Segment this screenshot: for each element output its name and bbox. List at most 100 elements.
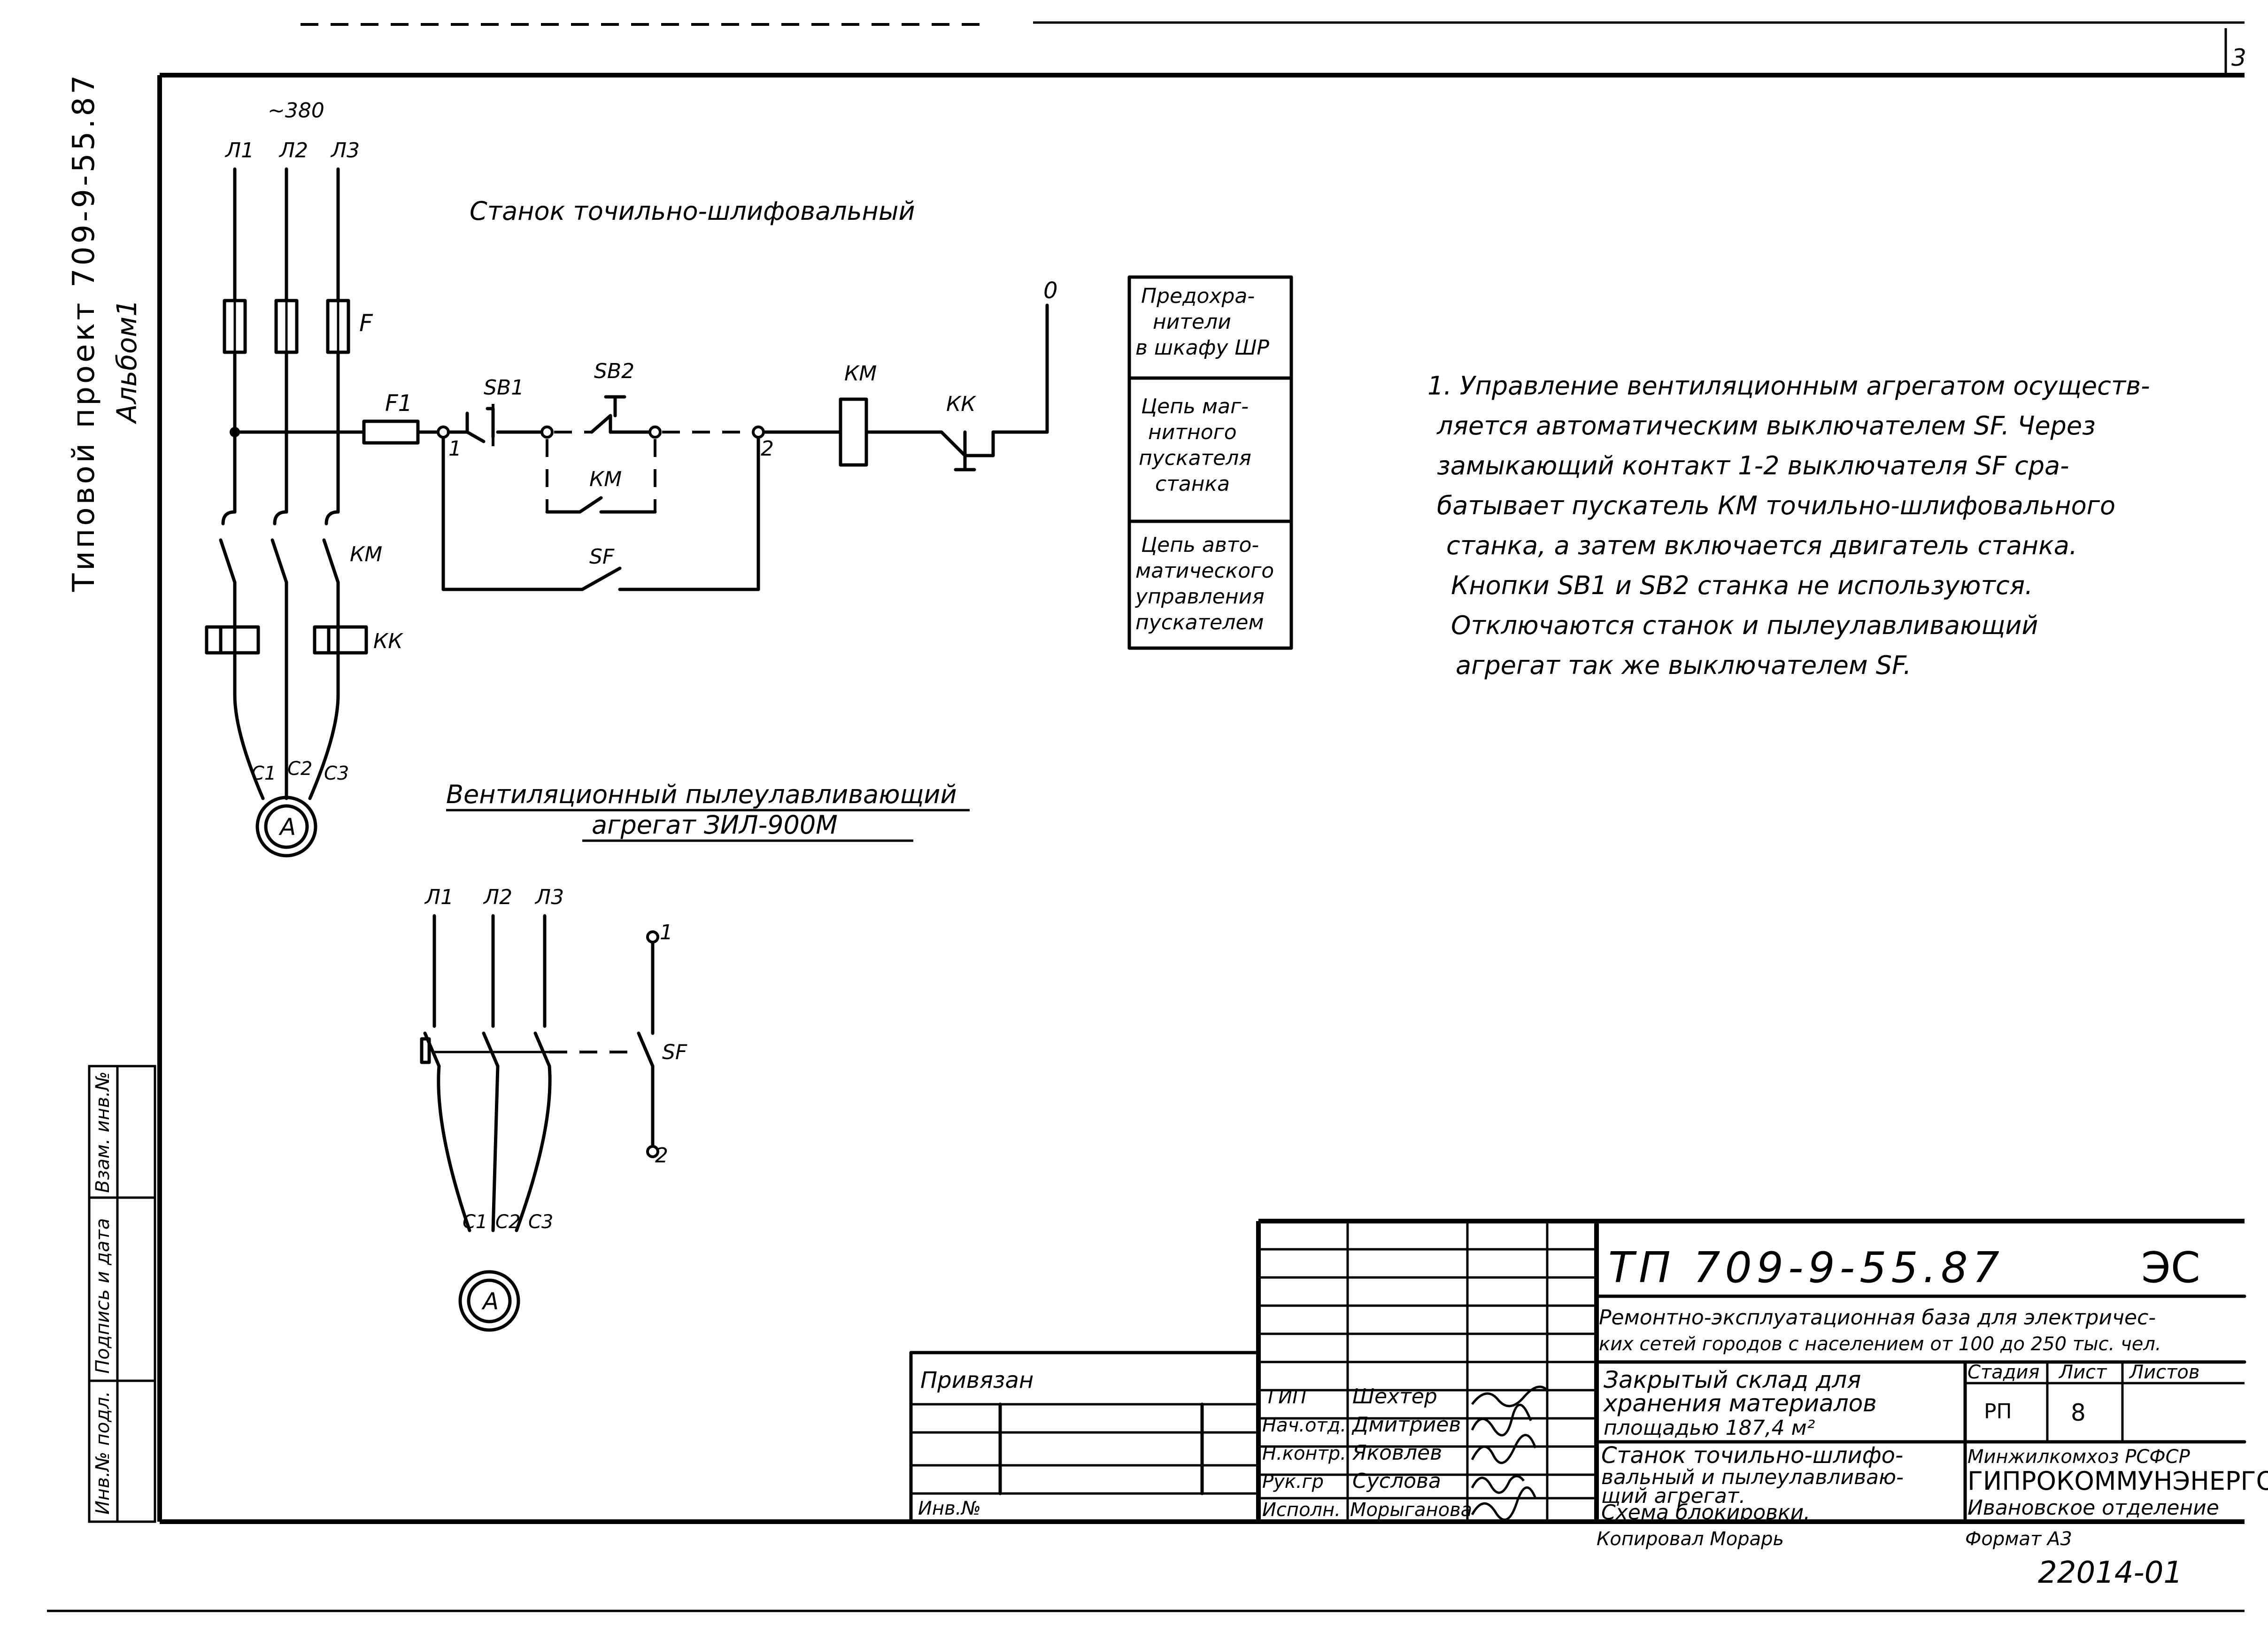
legend-starter-l1: Цепь маг- <box>1141 395 1249 418</box>
legend-fuses-l3: в шкафу ШР <box>1135 336 1269 360</box>
note-line: ляется автоматическим выключателем SF. Ч… <box>1436 411 2096 441</box>
motor-label: A <box>278 813 296 841</box>
staff-name: Морыганова <box>1350 1499 1472 1521</box>
legend-auto-l1: Цепь авто- <box>1141 533 1259 557</box>
format-label: Формат А3 <box>1965 1528 2072 1550</box>
sf-contact-icon <box>580 566 622 591</box>
staff-name: Шехтер <box>1352 1385 1437 1408</box>
legend-fuses-l2: нители <box>1153 310 1231 334</box>
km-aux-contact-icon <box>545 496 657 514</box>
document-code: ТП 709-9-55.87 <box>1608 1243 2004 1292</box>
kk-contact-label: КК <box>946 392 976 416</box>
staff-role: Н.контр. <box>1262 1443 1346 1464</box>
note-line: батывает пускатель КМ точильно-шлифоваль… <box>1437 491 2115 520</box>
vent-phase-l2: Л2 <box>483 885 512 909</box>
staff-name: Суслова <box>1352 1469 1441 1493</box>
legend-auto-l2: матического <box>1135 559 1274 583</box>
km-coil-icon <box>839 397 868 467</box>
phase-label-l1: Л1 <box>224 139 254 162</box>
archive-number: 22014-01 <box>2038 1555 2183 1590</box>
vent-terminal-c3: С3 <box>528 1211 553 1233</box>
vent-phase-l1: Л1 <box>424 885 454 909</box>
sf-contact-label: SF <box>589 545 615 569</box>
vent-motor-icon <box>458 1270 520 1332</box>
note-line: агрегат так же выключателем SF. <box>1456 650 1911 680</box>
company-line2: ГИПРОКОММУНЭНЕРГО <box>1967 1466 2268 1496</box>
contactor-km-contact <box>270 538 288 584</box>
album-title: Типовой проект 709-9-55.87 Альбом1 <box>67 72 143 592</box>
vent-terminal-c2: С2 <box>495 1211 520 1233</box>
thermal-relay-icon <box>313 625 368 655</box>
thermal-relay-label: КК <box>373 629 403 653</box>
vent-phase-l3: Л3 <box>534 885 564 909</box>
machine-title: Станок точильно-шлифовальный <box>470 196 915 226</box>
stage-value: РП <box>1984 1400 2012 1424</box>
sf-terminal-2: 2 <box>655 1144 668 1168</box>
album-subtitle: Альбом1 <box>111 299 143 425</box>
legend-table: Предохра- нители в шкафу ШР Цепь маг- ни… <box>1127 275 1293 650</box>
vent-title-line1: Вентиляционный пылеулавливающий <box>446 780 957 809</box>
notes: 1. Управление вентиляционным агрегатом о… <box>1427 371 2150 680</box>
note-line: станка, а затем включается двигатель ста… <box>1446 531 2077 560</box>
company-line3: Ивановское отделение <box>1967 1496 2219 1520</box>
album-title-text: Типовой проект 709-9-55.87 <box>67 72 101 592</box>
vent-sf-label: SF <box>662 1040 687 1064</box>
note-line: 1. Управление вентиляционным агрегатом о… <box>1427 371 2150 401</box>
kk-contact-icon <box>926 430 995 472</box>
sheet-number: 8 <box>2071 1399 2086 1426</box>
button-sb1-icon <box>447 407 495 443</box>
motor-icon <box>255 796 317 858</box>
corner-mark: 3 <box>2231 44 2246 71</box>
note-line: Отключаются станок и пылеулавливающий <box>1451 611 2038 640</box>
legend-fuses-l1: Предохра- <box>1141 284 1255 308</box>
node-2-label: 2 <box>761 437 774 461</box>
staff-role: ГИП <box>1268 1386 1306 1408</box>
sheet-desc-line3: щий агрегат. <box>1601 1484 1745 1508</box>
sheet-frame: 3 <box>47 21 2246 1612</box>
signature-icon <box>1471 1475 1525 1494</box>
legend-starter-l2: нитного <box>1148 420 1237 444</box>
legend-starter-l4: станка <box>1155 472 1230 496</box>
sheet-header: Лист <box>2058 1362 2107 1383</box>
stage-header: Стадия <box>1967 1362 2039 1383</box>
supply-voltage: ~380 <box>268 99 324 123</box>
zero-label: 0 <box>1043 278 1058 304</box>
sheet-desc-line4: Схема блокировки. <box>1601 1501 1810 1524</box>
signature-icon <box>1471 1486 1537 1521</box>
note-line: Кнопки SB1 и SB2 станка не используются. <box>1451 571 2033 600</box>
note-line: замыкающий контакт 1-2 выключателя SF ср… <box>1437 451 2069 480</box>
building-line3: площадью 187,4 м² <box>1604 1416 1815 1440</box>
org-line2: ких сетей городов с населением от 100 до… <box>1599 1333 2161 1355</box>
vent-terminal-c1: С1 <box>463 1211 487 1233</box>
building-line1: Закрытый склад для <box>1604 1366 1861 1393</box>
legend-auto-l3: управления <box>1134 585 1265 609</box>
button-sb2-label: SB2 <box>594 359 634 383</box>
legend-auto-l4: пускателем <box>1135 611 1264 635</box>
contactor-km-contact <box>322 538 340 584</box>
km-coil-label: КМ <box>844 362 877 386</box>
side-stamp-replace-inv: Взам. инв.№ <box>92 1071 114 1193</box>
staff-name: Яковлев <box>1352 1441 1442 1465</box>
staff-role: Рук.гр <box>1262 1471 1324 1493</box>
fuse-label: F <box>359 310 373 337</box>
control-fuse-label: F1 <box>385 390 412 417</box>
side-stamp-sign-date: Подпись и дата <box>92 1218 114 1374</box>
company-line1: Минжилкомхоз РСФСР <box>1967 1446 2191 1468</box>
motor-terminal-c2: С2 <box>287 758 312 780</box>
button-sb2-icon <box>590 395 626 434</box>
breaker-handle-icon <box>420 1037 431 1064</box>
motor-terminal-c1: С1 <box>251 763 276 784</box>
vent-circuit: Вентиляционный пылеулавливающий агрегат … <box>420 780 970 1332</box>
signature-icon <box>1471 1434 1537 1464</box>
title-block: Привязан Инв.№ ГИП Шехтер Нач.отд. Дмитр… <box>909 1219 2268 1590</box>
side-stamp-inv-orig: Инв.№ подл. <box>92 1391 114 1515</box>
document-mark: ЭС <box>2141 1243 2200 1292</box>
sheet-desc-line2: вальный и пылеулавливаю- <box>1601 1465 1904 1489</box>
sheet-desc-line1: Станок точильно-шлифо- <box>1601 1442 1903 1469</box>
org-line1: Ремонтно-эксплуатационная база для элект… <box>1599 1306 2156 1330</box>
staff-role: Исполн. <box>1262 1499 1341 1521</box>
staff-role: Нач.отд. <box>1262 1415 1346 1436</box>
side-stamp: Инв.№ подл. Подпись и дата Взам. инв.№ <box>88 1065 156 1523</box>
phase-label-l3: Л3 <box>330 139 360 162</box>
thermal-relay-icon <box>205 625 260 655</box>
